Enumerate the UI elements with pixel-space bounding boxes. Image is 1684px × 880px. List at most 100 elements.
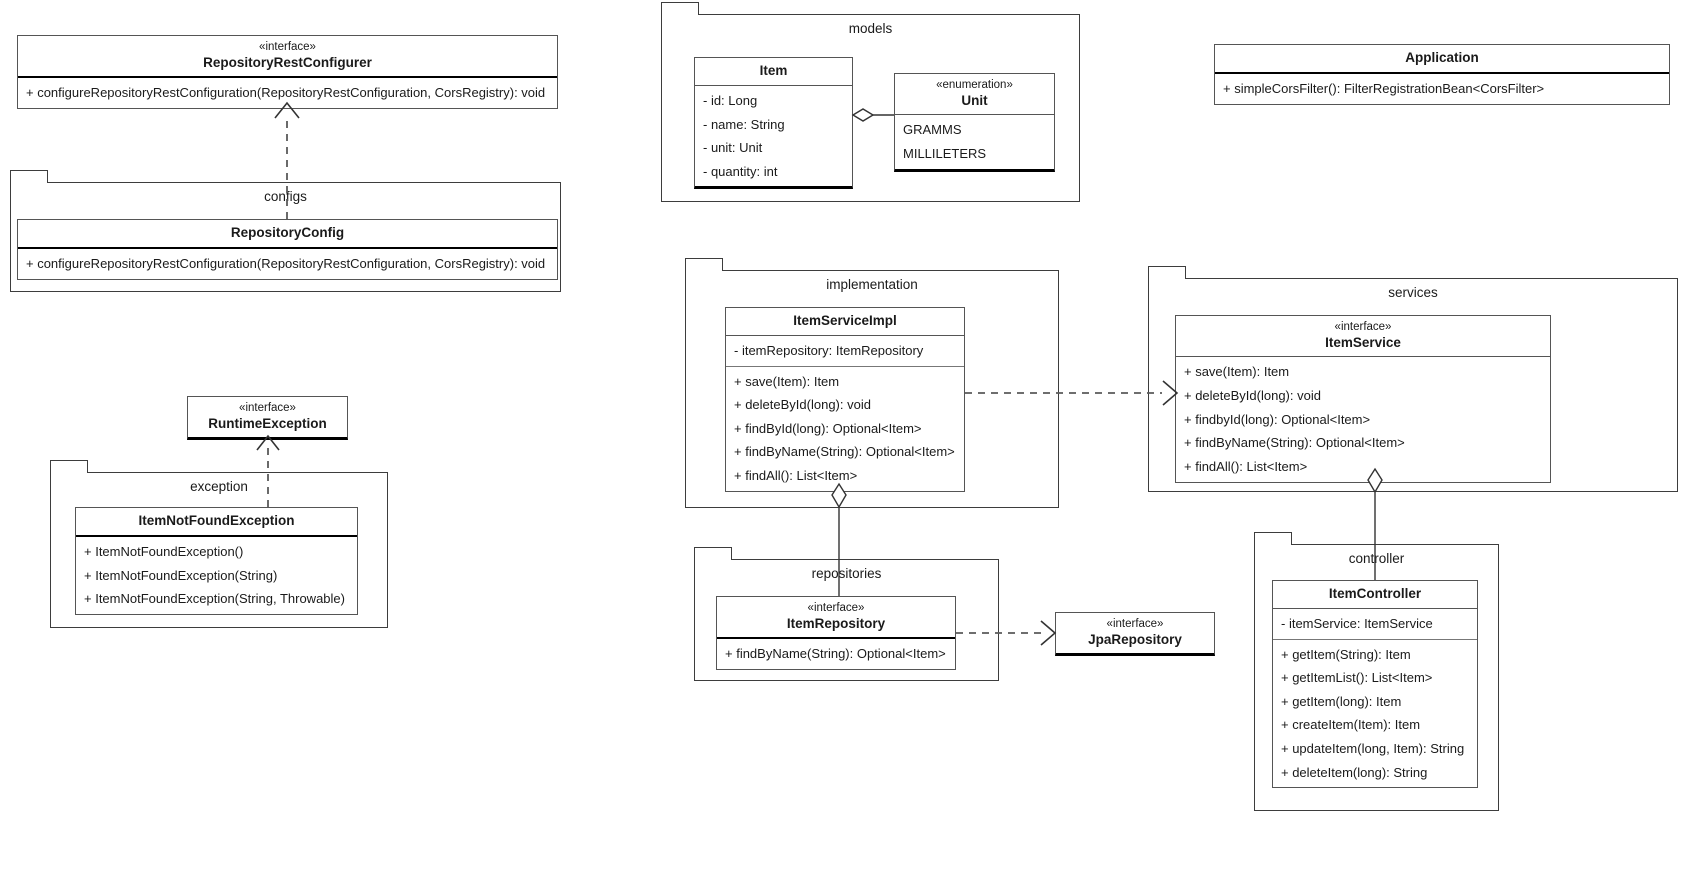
stereotype-label: «interface» (1106, 618, 1164, 630)
class-header: ItemNotFoundException (76, 508, 357, 537)
stereotype-label: «interface» (259, 41, 316, 53)
class-header: «interface» JpaRepository (1056, 613, 1214, 653)
enum-literals-section: GRAMMS MILLILETERS (895, 115, 1054, 168)
method-item: + findByName(String): Optional<Item> (734, 444, 955, 460)
class-attributes-section: - id: Long - name: String - unit: Unit -… (695, 86, 852, 187)
attribute-item: - quantity: int (703, 163, 778, 179)
class-runtime-exception[interactable]: «interface» RuntimeException (187, 396, 348, 441)
method-item: + simpleCorsFilter(): FilterRegistration… (1223, 80, 1545, 96)
class-name: JpaRepository (1088, 631, 1182, 647)
class-methods-section: + findByName(String): Optional<Item> (717, 639, 955, 669)
class-header: «enumeration» Unit (895, 74, 1054, 116)
class-header: «interface» ItemService (1176, 316, 1550, 358)
method-item: + deleteItem(long): String (1281, 764, 1428, 780)
class-name: ItemNotFoundException (138, 513, 295, 528)
class-methods-section: + save(Item): Item + deleteById(long): v… (726, 365, 964, 491)
class-application[interactable]: Application + simpleCorsFilter(): Filter… (1214, 44, 1670, 105)
class-name: ItemServiceImpl (793, 313, 897, 328)
method-item: + findByName(String): Optional<Item> (725, 646, 946, 662)
class-methods-section: + configureRepositoryRestConfiguration(R… (18, 249, 557, 279)
class-attributes-section: - itemRepository: ItemRepository (726, 336, 964, 366)
method-item: + deleteById(long): void (1184, 388, 1321, 404)
class-name: Unit (961, 92, 988, 108)
enum-literal: MILLILETERS (903, 146, 987, 162)
attribute-item: - unit: Unit (703, 140, 763, 156)
stereotype-label: «interface» (807, 602, 865, 614)
package-label: services (1388, 285, 1438, 300)
class-item-repository[interactable]: «interface» ItemRepository + findByName(… (716, 596, 956, 671)
class-jpa-repository[interactable]: «interface» JpaRepository (1055, 612, 1215, 657)
package-label: controller (1348, 551, 1405, 566)
enum-literal: GRAMMS (903, 122, 962, 138)
class-name: RepositoryRestConfigurer (203, 54, 372, 70)
class-item-not-found-exception[interactable]: ItemNotFoundException + ItemNotFoundExce… (75, 507, 358, 615)
method-item: + findbyId(long): Optional<Item> (1184, 411, 1371, 427)
attribute-item: - name: String (703, 116, 785, 132)
stereotype-label: «interface» (1334, 321, 1392, 333)
package-configs: configs (9, 170, 561, 292)
package-label: exception (190, 479, 248, 494)
class-header: Application (1215, 45, 1669, 74)
class-name: RuntimeException (208, 415, 327, 431)
package-tab-icon (1147, 266, 1186, 279)
method-item: + getItemList(): List<Item> (1281, 670, 1433, 686)
package-tab-icon (660, 2, 699, 15)
class-header: «interface» RuntimeException (188, 397, 347, 437)
class-item-service-impl[interactable]: ItemServiceImpl - itemRepository: ItemRe… (725, 307, 965, 492)
method-item: + findByName(String): Optional<Item> (1184, 435, 1405, 451)
class-header: RepositoryConfig (18, 220, 557, 249)
method-item: + updateItem(long, Item): String (1281, 741, 1465, 757)
method-item: + configureRepositoryRestConfiguration(R… (26, 255, 546, 271)
method-item: + createItem(Item): Item (1281, 717, 1421, 733)
class-header: «interface» ItemRepository (717, 597, 955, 640)
class-header: Item (695, 58, 852, 86)
class-unit-enum[interactable]: «enumeration» Unit GRAMMS MILLILETERS (894, 73, 1055, 172)
method-item: + getItem(long): Item (1281, 693, 1402, 709)
package-tab-icon (693, 547, 732, 560)
class-repository-rest-configurer[interactable]: «interface» RepositoryRestConfigurer + c… (17, 35, 558, 110)
package-tab-icon (1253, 532, 1292, 545)
class-item-controller[interactable]: ItemController - itemService: ItemServic… (1272, 580, 1478, 789)
class-methods-section: + simpleCorsFilter(): FilterRegistration… (1215, 74, 1669, 104)
class-methods-section: + ItemNotFoundException() + ItemNotFound… (76, 537, 357, 614)
package-label: configs (264, 189, 307, 204)
class-item-service[interactable]: «interface» ItemService + save(Item): It… (1175, 315, 1551, 483)
method-item: + findAll(): List<Item> (1184, 459, 1308, 475)
package-tab-icon (9, 170, 48, 183)
package-label: implementation (826, 277, 918, 292)
attribute-item: - id: Long (703, 92, 758, 108)
package-exception: exception (49, 460, 388, 628)
package-services: services (1147, 266, 1678, 492)
method-item: + save(Item): Item (734, 373, 840, 389)
class-header: «interface» RepositoryRestConfigurer (18, 36, 557, 79)
class-repository-config[interactable]: RepositoryConfig + configureRepositoryRe… (17, 219, 558, 280)
method-item: + ItemNotFoundException() (84, 543, 244, 559)
class-header: ItemServiceImpl (726, 308, 964, 336)
package-label: models (848, 21, 893, 36)
package-repositories: repositories (693, 547, 999, 681)
class-item[interactable]: Item - id: Long - name: String - unit: U… (694, 57, 853, 190)
class-name: ItemService (1325, 334, 1401, 350)
method-item: + ItemNotFoundException(String, Throwabl… (84, 591, 345, 607)
attribute-item: - itemService: ItemService (1281, 615, 1433, 631)
package-controller: controller (1253, 532, 1499, 811)
class-attributes-section: - itemService: ItemService (1273, 609, 1477, 639)
package-tab-icon (49, 460, 88, 473)
class-name: Application (1405, 50, 1479, 65)
package-models: models (660, 2, 1080, 202)
package-label: repositories (811, 566, 882, 581)
method-item: + deleteById(long): void (734, 397, 871, 413)
class-name: ItemController (1328, 586, 1422, 601)
class-methods-section: + save(Item): Item + deleteById(long): v… (1176, 357, 1550, 481)
class-methods-section: + configureRepositoryRestConfiguration(R… (18, 78, 557, 108)
class-methods-section: + getItem(String): Item + getItemList():… (1273, 638, 1477, 788)
package-tab-icon (684, 258, 723, 271)
method-item: + getItem(String): Item (1281, 646, 1411, 662)
class-name: Item (759, 63, 788, 78)
method-item: + findAll(): List<Item> (734, 468, 858, 484)
class-name: RepositoryConfig (230, 225, 345, 240)
method-item: + configureRepositoryRestConfiguration(R… (26, 85, 546, 101)
attribute-item: - itemRepository: ItemRepository (734, 342, 924, 358)
class-name: ItemRepository (786, 615, 886, 631)
